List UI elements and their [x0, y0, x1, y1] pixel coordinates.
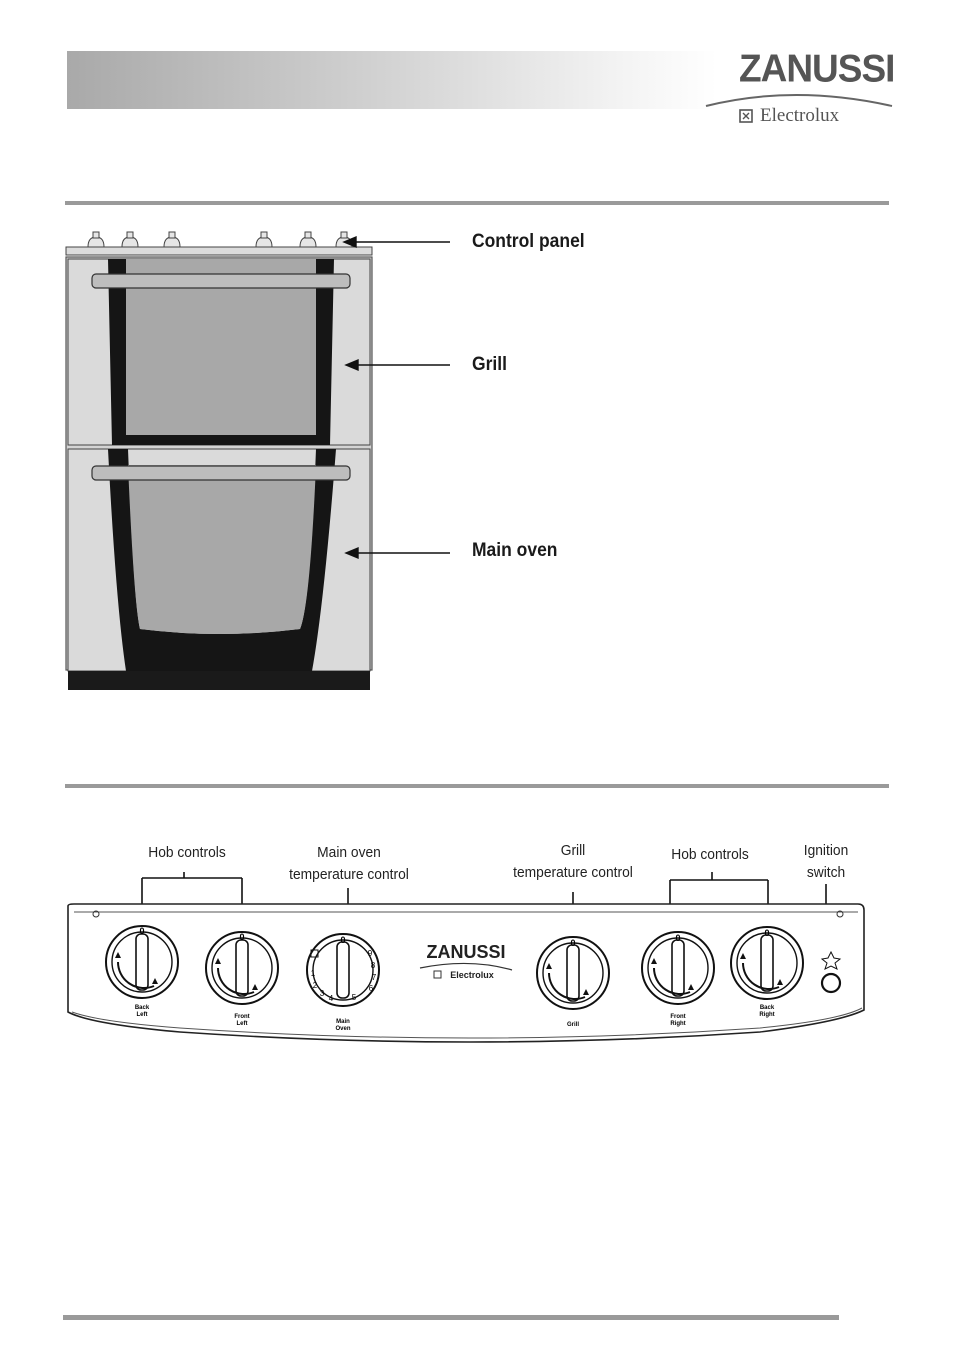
svg-text:Grill: Grill [567, 1022, 579, 1028]
caption-ignition-line1: Ignition [803, 842, 849, 859]
knob-front-right[interactable]: 0 Front Right [641, 931, 715, 1027]
leader-arrows [342, 235, 450, 560]
svg-text:Right: Right [759, 1012, 774, 1018]
svg-text:Left: Left [137, 1012, 148, 1018]
svg-text:0: 0 [239, 932, 244, 942]
svg-text:Front: Front [234, 1014, 249, 1020]
svg-text:0: 0 [675, 933, 680, 943]
svg-text:Back: Back [760, 1005, 775, 1011]
section-rule [65, 784, 889, 788]
main-oven-handle [91, 465, 351, 481]
panel-logo: ZANUSSI Electrolux [419, 942, 513, 980]
svg-text:8: 8 [371, 961, 376, 970]
svg-text:Oven: Oven [335, 1026, 350, 1032]
knob-main-oven[interactable]: 0 1 2 3 4 5 6 7 8 9 Main Oven [306, 933, 380, 1032]
knob-back-left[interactable]: 0 Back Left [105, 925, 179, 1018]
svg-text:Right: Right [670, 1021, 685, 1027]
caption-grill-line1: Grill [560, 842, 586, 859]
header-bar [67, 51, 717, 109]
label-control-panel: Control panel [472, 231, 585, 252]
caption-main-oven-line2: temperature control [289, 866, 409, 883]
svg-text:9: 9 [368, 949, 373, 958]
svg-text:ZANUSSI: ZANUSSI [426, 942, 505, 962]
section-rule [65, 201, 889, 205]
ignition-switch[interactable] [820, 950, 842, 994]
svg-text:4: 4 [329, 994, 334, 1003]
caption-hob-controls-left: Hob controls [148, 844, 226, 861]
knob-back-right[interactable]: 0 Back Right [730, 926, 804, 1018]
svg-text:0: 0 [340, 935, 345, 945]
label-grill: Grill [472, 354, 507, 375]
electrolux-icon [739, 109, 753, 123]
knob-grill[interactable]: 0 Grill [536, 936, 610, 1028]
svg-text:Left: Left [237, 1021, 248, 1027]
brand-name: ZANUSSI [739, 46, 895, 90]
svg-text:Main: Main [336, 1019, 350, 1025]
svg-text:2: 2 [313, 981, 318, 990]
svg-text:6: 6 [369, 984, 374, 993]
footer-rule [63, 1315, 839, 1320]
brand-logo: ZANUSSI Electrolux [700, 46, 900, 128]
brand-sub: Electrolux [760, 105, 840, 126]
svg-text:7: 7 [372, 973, 377, 982]
svg-text:Front: Front [670, 1014, 685, 1020]
svg-text:3: 3 [320, 989, 325, 998]
svg-text:1: 1 [311, 969, 316, 978]
svg-text:0: 0 [139, 926, 144, 936]
svg-text:Electrolux: Electrolux [450, 970, 494, 980]
brand-arc [705, 94, 893, 107]
control-panel-diagram: 0 Back Left 0 Front Left 0 1 2 3 4 5 6 7… [67, 872, 865, 1043]
plinth [68, 671, 370, 690]
svg-text:Back: Back [135, 1005, 150, 1011]
svg-text:5: 5 [352, 993, 357, 1002]
caption-hob-controls-right: Hob controls [671, 846, 749, 863]
caption-main-oven-line1: Main oven [317, 844, 381, 861]
knob-front-left[interactable]: 0 Front Left [205, 931, 279, 1027]
grill-handle [91, 273, 351, 289]
ignition-button [820, 972, 842, 994]
svg-text:0: 0 [764, 928, 769, 938]
label-main-oven: Main oven [472, 540, 558, 561]
control-panel-strip [65, 246, 373, 256]
spark-icon [820, 950, 842, 970]
caption-ignition-line2: switch [806, 864, 846, 881]
svg-text:0: 0 [570, 938, 575, 948]
caption-grill-line2: temperature control [513, 864, 633, 881]
cooker-illustration [65, 231, 373, 690]
